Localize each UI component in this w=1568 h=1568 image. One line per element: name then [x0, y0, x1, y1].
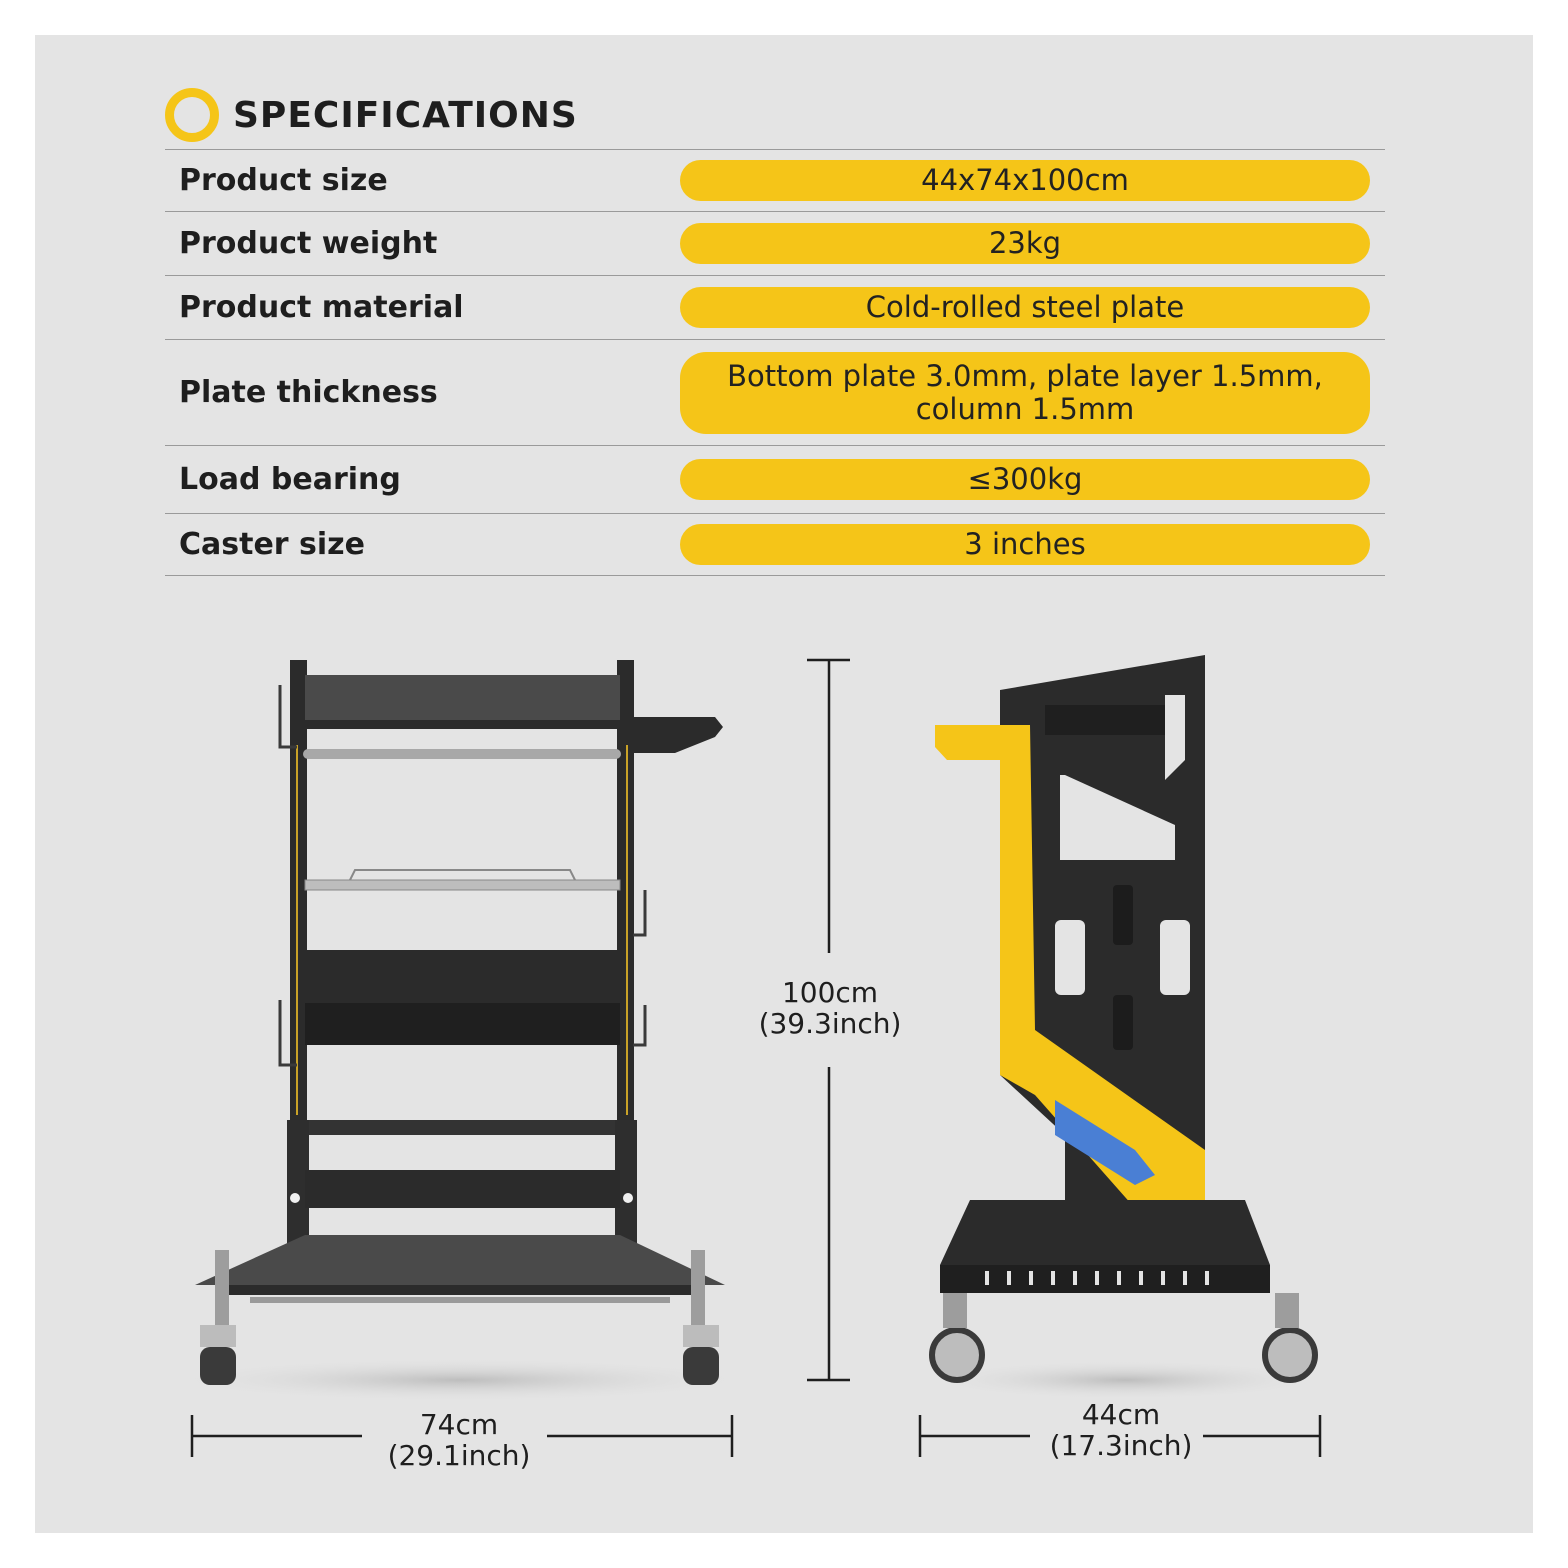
spec-row-product-weight: Product weight 23kg — [165, 212, 1385, 276]
width-metric: 74cm — [419, 1408, 499, 1441]
brand-label — [1055, 1100, 1155, 1185]
specifications-heading: SPECIFICATIONS — [165, 87, 578, 143]
spec-value-pill: ≤300kg — [680, 459, 1370, 500]
spec-label: Plate thickness — [179, 375, 438, 410]
depth-dimension-label: 44cm (17.3inch) — [1031, 1399, 1211, 1461]
width-dimension-line — [190, 1415, 734, 1457]
spec-value-pill: 44x74x100cm — [680, 160, 1370, 201]
height-metric: 100cm — [781, 976, 879, 1009]
spec-value-pill: 23kg — [680, 223, 1370, 264]
spec-label: Caster size — [179, 527, 365, 562]
spec-label: Product material — [179, 290, 464, 325]
front-view-cart — [160, 660, 760, 1402]
heading-title: SPECIFICATIONS — [233, 94, 578, 136]
depth-imperial: (17.3inch) — [1049, 1429, 1193, 1462]
spec-row-load-bearing: Load bearing ≤300kg — [165, 446, 1385, 514]
width-dimension-label: 74cm (29.1inch) — [369, 1409, 549, 1471]
spec-row-caster-size: Caster size 3 inches — [165, 514, 1385, 576]
spec-label: Product weight — [179, 226, 438, 261]
height-dimension-label: 100cm (39.3inch) — [745, 977, 915, 1039]
spec-label: Product size — [179, 163, 388, 198]
spec-value-pill: Bottom plate 3.0mm, plate layer 1.5mm, c… — [680, 351, 1370, 434]
side-view-cart — [925, 655, 1325, 1400]
depth-metric: 44cm — [1081, 1398, 1161, 1431]
spec-label: Load bearing — [179, 462, 401, 497]
ring-icon — [165, 88, 219, 142]
spec-table: Product size 44x74x100cm Product weight … — [165, 149, 1385, 576]
width-imperial: (29.1inch) — [387, 1439, 531, 1472]
product-illustration — [160, 655, 1325, 1457]
height-dimension-line — [807, 658, 850, 1382]
spec-panel: SPECIFICATIONS Product size 44x74x100cm … — [35, 35, 1533, 1533]
depth-dimension-line — [918, 1415, 1322, 1457]
spec-row-plate-thickness: Plate thickness Bottom plate 3.0mm, plat… — [165, 340, 1385, 446]
spec-row-product-material: Product material Cold-rolled steel plate — [165, 276, 1385, 340]
spec-row-product-size: Product size 44x74x100cm — [165, 150, 1385, 212]
height-imperial: (39.3inch) — [758, 1007, 902, 1040]
spec-value-pill: Cold-rolled steel plate — [680, 287, 1370, 328]
spec-value-pill: 3 inches — [680, 524, 1370, 565]
